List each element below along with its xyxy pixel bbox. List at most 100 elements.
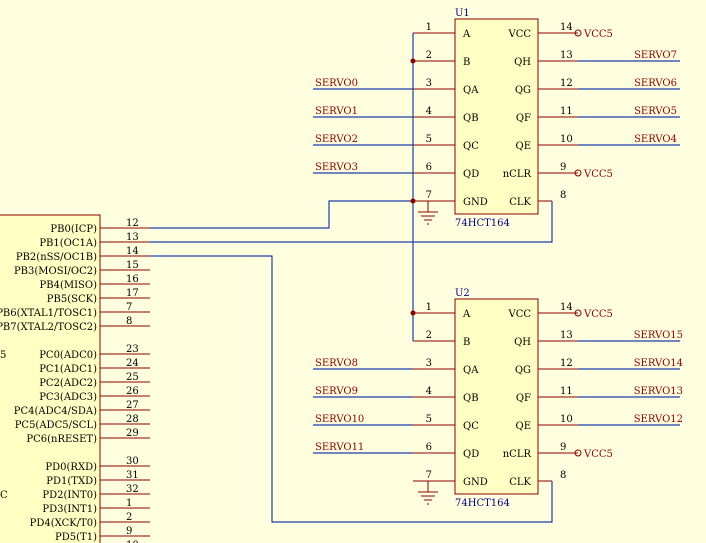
mcu-pin-number: 27 (126, 400, 139, 411)
mcu-pin-number: 24 (126, 358, 139, 369)
net-label: SERVO1 (315, 106, 358, 117)
output-wires (578, 340, 680, 426)
pin-name: QD (463, 169, 479, 180)
pin-number: 1 (426, 22, 432, 33)
mcu-pin-number: 26 (126, 386, 139, 397)
net-label: VCC5 (583, 169, 613, 180)
mcu-pin-number: 31 (126, 470, 139, 481)
net-label: SERVO6 (634, 78, 677, 89)
mcu-pin-number: 15 (126, 260, 139, 271)
net-label: SERVO3 (315, 162, 358, 173)
chip-body (454, 298, 539, 495)
mcu-pin-label: PB5(SCK) (47, 294, 97, 305)
right-pin-stubs (538, 32, 578, 202)
pb0-wire (150, 200, 413, 229)
mcu-edge-mark: C (0, 490, 8, 501)
net-label: SERVO13 (634, 386, 683, 397)
mcu-pin-number: 23 (126, 344, 139, 355)
mcu-pin-label: PB2(nSS/OC1B) (16, 252, 97, 263)
net-label: SERVO8 (315, 358, 358, 369)
mcu-pin-number: 28 (126, 414, 139, 425)
mcu-pin-number: 14 (126, 246, 139, 257)
junction-dot (410, 310, 416, 316)
pin-name: nCLR (503, 169, 532, 180)
mcu-pin-label: PB3(MOSI/OC2) (14, 266, 97, 277)
chip-part-number: 74HCT164 (455, 498, 510, 509)
pin-number: 13 (560, 330, 573, 341)
mcu-pin-label: PB0(ICP) (50, 224, 97, 235)
pin-name: QB (463, 113, 479, 124)
output-wires (313, 368, 413, 454)
mcu-pin-number: 16 (126, 274, 139, 285)
pin-number: 9 (560, 442, 566, 453)
mcu-body (0, 214, 101, 543)
mcu-pin-number: 13 (126, 232, 139, 243)
mcu-pin-label: PC6(nRESET) (26, 434, 97, 445)
pin-number: 1 (426, 302, 432, 313)
pin-name: QH (514, 57, 531, 68)
mcu-pin-label: PD2(INT0) (42, 490, 97, 501)
right-pin-stubs (538, 312, 578, 482)
pin-name: QF (516, 113, 531, 124)
vcc-flag (574, 29, 582, 37)
mcu-pin-number: 7 (126, 302, 132, 313)
net-label: SERVO0 (315, 78, 358, 89)
mcu-pin-label: PB1(OC1A) (39, 238, 97, 249)
pin-name: GND (463, 477, 488, 488)
output-wires (313, 88, 413, 174)
mcu-pin-label: PD1(TXD) (46, 476, 97, 487)
chip-u1: U1 74HCT164 1 2 3 4 5 6 7 A B QA QB QC Q… (313, 8, 680, 229)
net-label: VCC5 (583, 29, 613, 40)
mcu-pin-label: PC1(ADC1) (39, 364, 97, 375)
net-label: SERVO4 (634, 134, 677, 145)
microcontroller: PB0(ICP) PB1(OC1A) PB2(nSS/OC1B) PB3(MOS… (0, 214, 150, 543)
output-wires (578, 60, 680, 146)
mcu-pin-number: 30 (126, 456, 139, 467)
pin-name: QA (463, 365, 479, 376)
pin-number: 2 (426, 330, 432, 341)
pin-number: 7 (426, 190, 432, 201)
mcu-pin-label: PB4(MISO) (40, 280, 98, 291)
pin-name: QA (463, 85, 479, 96)
pin-name: QE (516, 421, 532, 432)
ground-symbol (418, 201, 438, 225)
pin-name: QG (515, 365, 531, 376)
mcu-pin-label: PC4(ADC4/SDA) (14, 406, 97, 417)
chip-reference: U1 (455, 8, 470, 19)
pin-name: CLK (509, 197, 531, 208)
mcu-pin-number: 2 (126, 512, 132, 523)
pin-name: QG (515, 85, 531, 96)
pin-number: 6 (426, 442, 432, 453)
mcu-pin-number: 8 (126, 316, 132, 327)
pin-number: 12 (560, 78, 573, 89)
pin-number: 2 (426, 50, 432, 61)
pin-name: A (462, 309, 471, 320)
pin-name: A (462, 29, 471, 40)
pin-number: 11 (560, 386, 573, 397)
pin-number: 5 (426, 414, 432, 425)
mcu-pin-label: PD5(T1) (55, 532, 97, 543)
pin-number: 6 (426, 162, 432, 173)
pin-number: 3 (426, 358, 432, 369)
pin-number: 5 (426, 134, 432, 145)
ground-symbol (418, 481, 438, 505)
net-label: SERVO11 (315, 442, 364, 453)
mcu-pin-label: PB6(XTAL1/TOSC1) (0, 308, 97, 319)
pin-number: 9 (560, 162, 566, 173)
pin-number: 10 (560, 414, 573, 425)
net-label: SERVO7 (634, 50, 677, 61)
chip-reference: U2 (455, 288, 470, 299)
interconnect-wires (150, 33, 553, 523)
mcu-pin-number: 32 (126, 484, 139, 495)
vcc-flag (574, 449, 582, 457)
mcu-pin-label: PD0(RXD) (45, 462, 97, 473)
pb2-clk-wire (150, 255, 553, 523)
net-label: VCC5 (583, 449, 613, 460)
junction-dot (410, 198, 416, 204)
mcu-pin-label: PB7(XTAL2/TOSC2) (0, 322, 97, 333)
pin-name: QC (463, 141, 479, 152)
mcu-pin-number: 17 (126, 288, 139, 299)
pin-name: QE (516, 141, 532, 152)
left-pin-stubs (413, 312, 455, 482)
